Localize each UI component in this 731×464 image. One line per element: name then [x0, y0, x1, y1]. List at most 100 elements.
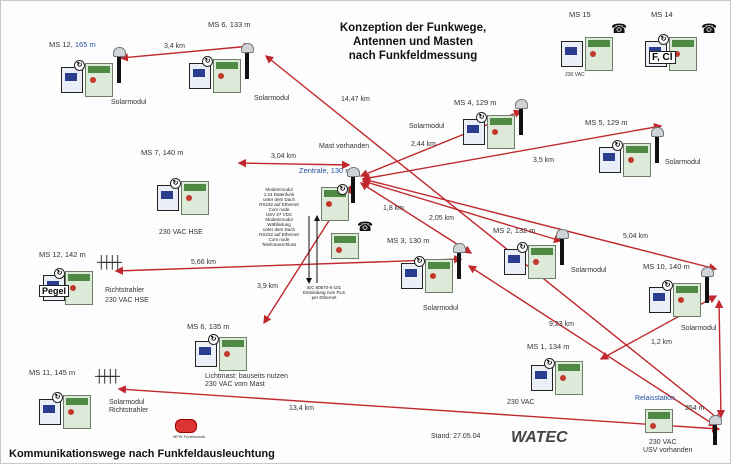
link-ms12-ms6: [119, 42, 253, 62]
control-box: [219, 337, 247, 371]
iec-note-1: Einbindung zum PLS: [302, 290, 346, 295]
ms12-lower-station: ↻ Pegel: [39, 268, 105, 313]
link-label-l1: 3,4 km: [164, 43, 186, 50]
ms6-top-label: MS 6, 133 m: [208, 20, 251, 29]
radio-module: [599, 147, 621, 173]
ms11-note-2: Richtstrahler: [109, 407, 149, 414]
antenna-icon: [556, 229, 569, 265]
link-label-l14: 254 m: [685, 405, 705, 412]
ms10-label: MS 10, 140 m: [643, 262, 690, 271]
modem-notes: Modemmodul 1:24 Datenfunk unter dem Dach…: [256, 187, 302, 247]
bottom-title: Kommunikationswege nach Funkfeldausleuch…: [9, 448, 275, 460]
control-box: [331, 233, 359, 259]
clock-icon: ↻: [208, 334, 219, 345]
control-box: [65, 271, 93, 305]
ms12-top-note: Solarmodul: [111, 99, 147, 106]
ms2-note: Solarmodul: [571, 267, 607, 274]
iec-notes: IEC 60870-5-101 Einbindung zum PLS per E…: [297, 285, 351, 300]
radio-module: [39, 399, 61, 425]
link-label-l11: 9,23 km: [549, 321, 574, 328]
control-box: [85, 63, 113, 97]
phone-icon: ☎: [701, 21, 718, 36]
modem-note-3: RS232 auf Ethernet: [259, 202, 299, 207]
relais-station: [641, 409, 681, 451]
link-label-l3: 2,44 km: [411, 141, 436, 148]
ms11-note-1: Solarmodul: [109, 399, 145, 406]
link-label-l7: 2,05 km: [429, 215, 454, 222]
antenna-icon: [651, 127, 664, 163]
ms6-lower-note-2: 230 VAC vom Mast: [205, 381, 265, 388]
pegel-plate: Pegel: [39, 285, 70, 297]
antenna-icon: [241, 43, 254, 79]
control-box: [63, 395, 91, 429]
ms10-station: ↻: [649, 267, 714, 325]
ms5-note: Solarmodul: [665, 159, 701, 166]
modem-note-4: Com node: [268, 207, 290, 212]
ms12-lower-note-1: Richtstrahler: [105, 287, 145, 294]
zentrale-modem-station: [327, 233, 359, 275]
ms6-lower-station: ↻: [195, 334, 259, 379]
control-box: [528, 245, 556, 279]
antenna-icon: [709, 415, 722, 445]
link-label-l6: 1,8 km: [383, 205, 405, 212]
antenna-icon: [453, 243, 466, 279]
radio-module: [189, 63, 211, 89]
modem-note-2: unter dem Dach: [262, 197, 296, 202]
phone-icon: ☎: [357, 219, 374, 234]
modem-note-8: unter dem Dach: [262, 227, 296, 232]
modem-note-6: Modemmodul: [265, 217, 293, 222]
clock-icon: ↻: [414, 256, 425, 267]
ms1-note: 230 VAC: [507, 399, 535, 406]
ms15-note: 230 VAC: [565, 72, 585, 78]
ms3-label: MS 3, 130 m: [387, 236, 430, 245]
clock-icon: ↻: [337, 184, 348, 195]
clock-icon: ↻: [52, 392, 63, 403]
radio-module: [531, 365, 553, 391]
clock-icon: ↻: [476, 112, 487, 123]
clock-icon: ↻: [662, 280, 673, 291]
radio-module: [504, 249, 526, 275]
ms7-label: MS 7, 140 m: [141, 148, 184, 157]
control-box: [425, 259, 453, 293]
relais-note-1: 230 VAC: [649, 439, 677, 446]
clock-icon: ↻: [658, 34, 669, 45]
control-box: [555, 361, 583, 395]
title-line-3: nach Funkfeldmessung: [348, 50, 478, 62]
link-label-l12: 1,2 km: [651, 339, 673, 346]
ms14-plate: F, Cl: [649, 51, 676, 64]
link-label-l13: 13,4 km: [289, 405, 314, 412]
control-box: [487, 115, 515, 149]
modem-note-5: USV 27 VDC: [265, 212, 293, 217]
ms2-station: ↻: [504, 229, 569, 287]
modem-note-10: Com node: [268, 237, 290, 242]
radio-module: [157, 185, 179, 211]
clock-icon: ↻: [202, 56, 213, 67]
modem-note-0: Modemmodul: [265, 187, 293, 192]
modem-note-7: Wählleitung: [267, 222, 291, 227]
zentrale-station: ↻: [301, 167, 365, 229]
zentrale-label: Zentrale, 130 m: [299, 166, 352, 175]
ms14-station: ↻ F, Cl: [645, 34, 709, 79]
title-line-1: Konzeption der Funkwege,: [339, 22, 487, 34]
ms11-label: MS 11, 145 m: [29, 368, 76, 377]
link-label-l2: 14,47 km: [341, 96, 370, 103]
ms7-station: ↻: [157, 178, 221, 223]
ms6-top-note: Solarmodul: [254, 95, 290, 102]
link-ms10-relais: [714, 299, 726, 419]
control-box: [645, 409, 673, 433]
ms7-note: 230 VAC HSE: [159, 229, 203, 236]
control-box: [213, 59, 241, 93]
modem-note-11: Telefonanschluss: [261, 242, 297, 247]
relais-label: Relaisstation: [635, 395, 676, 402]
relais-note-2: USV vorhanden: [643, 447, 693, 454]
ms15-station: [561, 37, 625, 79]
link-label-l4: 3,5 km: [533, 157, 555, 164]
ms12-top-label: MS 12, 165 m: [49, 40, 96, 49]
ms4-note: Solarmodul: [409, 123, 445, 130]
ms12-lower-note-2: 230 VAC HSE: [105, 297, 149, 304]
control-box: [585, 37, 613, 71]
ms4-station: ↻: [463, 99, 528, 157]
ms1-label: MS 1, 134 m: [527, 342, 570, 351]
watec-logo: WATEC: [511, 429, 568, 446]
